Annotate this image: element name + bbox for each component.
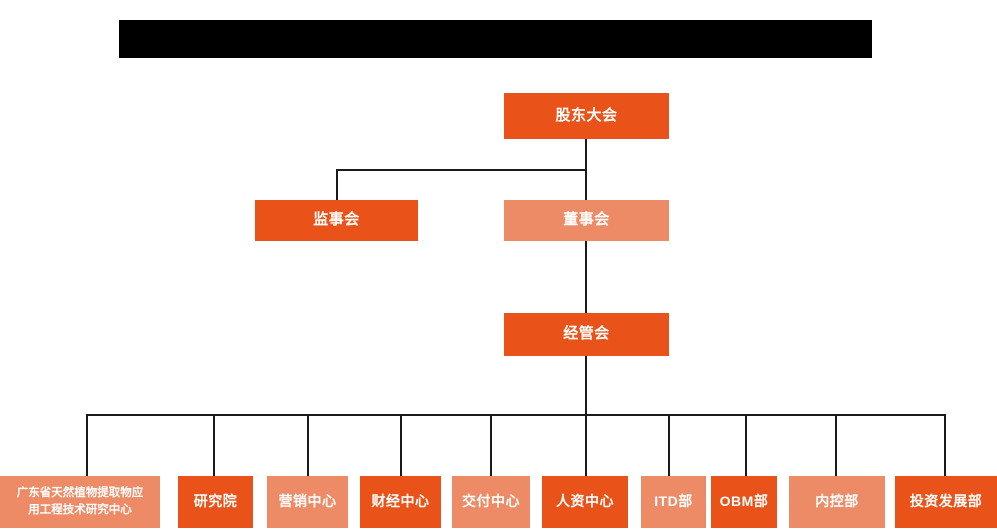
node-management-committee[interactable]: 经管会	[504, 313, 669, 356]
connector-directors-down	[585, 169, 587, 200]
connector-supervisors-down	[336, 169, 338, 200]
node-shareholders-meeting-label: 股东大会	[555, 106, 618, 124]
node-marketing-center[interactable]: 营销中心	[267, 476, 348, 528]
connector-level4-bar	[86, 414, 946, 416]
connector-drop-obm-dept	[745, 414, 747, 476]
redacted-title-banner	[119, 20, 872, 58]
node-obm-dept[interactable]: OBM部	[711, 476, 777, 528]
connector-drop-internal-control-dept	[835, 414, 837, 476]
node-finance-center[interactable]: 财经中心	[360, 476, 441, 528]
connector-drop-finance-center	[400, 414, 402, 476]
connector-drop-marketing-center	[307, 414, 309, 476]
node-board-of-directors-label: 董事会	[563, 211, 610, 229]
node-board-of-supervisors[interactable]: 监事会	[255, 200, 418, 241]
connector-drop-delivery-center	[490, 414, 492, 476]
node-finance-center-label: 财经中心	[371, 493, 430, 510]
node-delivery-center[interactable]: 交付中心	[452, 476, 530, 528]
node-shareholders-meeting[interactable]: 股东大会	[504, 93, 669, 139]
connector-drop-research-center	[86, 414, 88, 476]
connector-drop-investment-dev-dept	[944, 414, 946, 476]
connector-management-down	[585, 356, 587, 416]
connector-directors-to-management	[585, 241, 587, 313]
node-investment-dev-dept[interactable]: 投资发展部	[895, 476, 997, 528]
node-delivery-center-label: 交付中心	[462, 493, 520, 510]
connector-drop-itd-dept	[668, 414, 670, 476]
node-internal-control-dept[interactable]: 内控部	[789, 476, 885, 528]
connector-shareholders-down	[585, 139, 587, 171]
node-research-center[interactable]: 广东省天然植物提取物应 用工程技术研究中心	[0, 476, 160, 528]
node-obm-dept-label: OBM部	[719, 493, 769, 510]
node-board-of-supervisors-label: 监事会	[313, 211, 360, 229]
node-research-center-label-line2: 用工程技术研究中心	[28, 504, 132, 516]
node-marketing-center-label: 营销中心	[278, 493, 337, 510]
node-itd-dept[interactable]: ITD部	[641, 476, 706, 528]
node-research-center-label-line1: 广东省天然植物提取物应	[16, 487, 144, 500]
node-internal-control-dept-label: 内控部	[815, 493, 859, 510]
node-institute[interactable]: 研究院	[178, 476, 253, 528]
connector-drop-institute	[213, 414, 215, 476]
connector-drop-hr-center	[585, 414, 587, 476]
node-itd-dept-label: ITD部	[654, 493, 693, 510]
connector-level2-bar	[336, 169, 587, 171]
node-investment-dev-dept-label: 投资发展部	[909, 493, 983, 510]
node-hr-center-label: 人资中心	[556, 493, 614, 510]
node-institute-label: 研究院	[193, 493, 238, 510]
node-board-of-directors[interactable]: 董事会	[504, 200, 669, 241]
node-management-committee-label: 经管会	[563, 325, 610, 343]
node-hr-center[interactable]: 人资中心	[542, 476, 628, 528]
